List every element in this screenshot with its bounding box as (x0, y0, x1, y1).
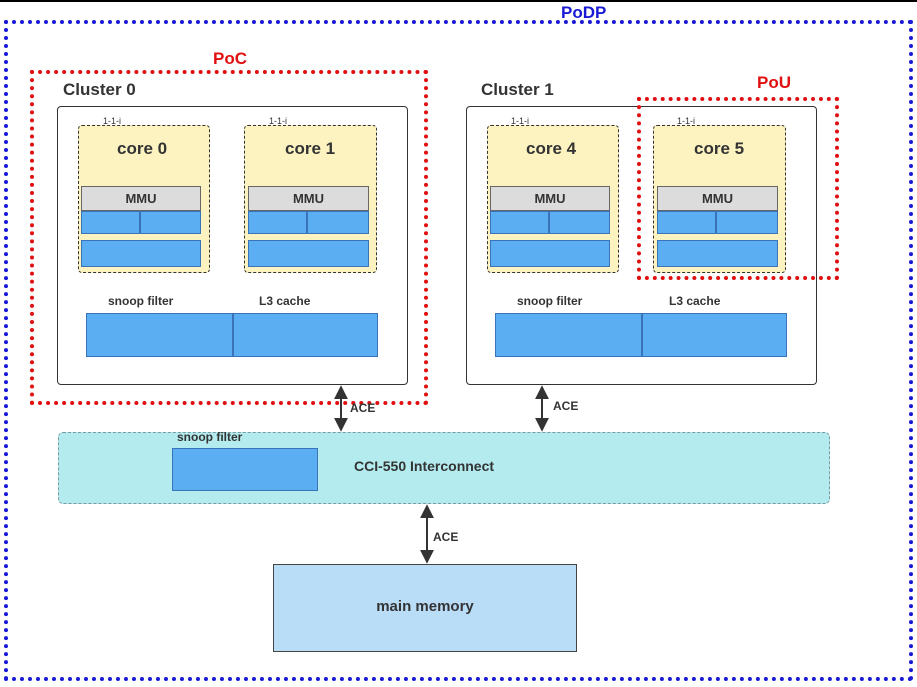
pou-boundary (637, 97, 839, 280)
poc-label: PoC (213, 49, 247, 68)
core-4-l2-cache (490, 240, 610, 267)
podp-boundary (4, 20, 913, 681)
core-0-l2-cache (81, 240, 201, 267)
core-5-mmu: MMU (657, 186, 778, 211)
cluster-1-l3-label: L3 cache (669, 294, 721, 308)
cluster-0-l3-label: L3 cache (259, 294, 311, 308)
core-0-l1-dcache (140, 211, 201, 234)
poc-boundary (30, 70, 428, 405)
core-5-l1-dcache (716, 211, 778, 234)
core-5-tag: 1-1-i (677, 116, 696, 126)
podp-label: PoDP (561, 3, 607, 22)
ace-label-memory: ACE (433, 530, 459, 544)
core-5-l2-cache (657, 240, 778, 267)
core-0-tag: 1-1-i (103, 116, 122, 126)
core-1-l2-cache (248, 240, 369, 267)
cluster-0-l3-cache (233, 313, 378, 357)
main-memory-label: main memory (376, 598, 474, 615)
core-0-mmu: MMU (81, 186, 201, 211)
cluster-0-snoop-filter-label: snoop filter (108, 294, 174, 308)
interconnect-snoop-filter (172, 448, 318, 491)
core-1-l1-dcache (307, 211, 369, 234)
ace-label-cluster-0: ACE (350, 401, 376, 415)
cluster-1-snoop-filter (495, 313, 642, 357)
main-memory (273, 564, 577, 652)
core-4-l1-icache (490, 211, 549, 234)
core-4-tag: 1-1-i (511, 116, 530, 126)
core-1-tag: 1-1-i (269, 116, 288, 126)
core-5-title: core 5 (694, 139, 745, 158)
core-1-title: core 1 (285, 139, 336, 158)
core-0-l1-icache (81, 211, 140, 234)
top-rule (0, 0, 917, 2)
cluster-0-title: Cluster 0 (63, 80, 136, 99)
cluster-1-l3-cache (642, 313, 787, 357)
core-1-l1-icache (248, 211, 307, 234)
ace-label-cluster-1: ACE (553, 399, 579, 413)
core-4-title: core 4 (526, 139, 577, 158)
core-4-mmu: MMU (490, 186, 610, 211)
interconnect-snoop-filter-label: snoop filter (177, 430, 243, 444)
core-4-l1-dcache (549, 211, 610, 234)
cluster-1-snoop-filter-label: snoop filter (517, 294, 583, 308)
core-1-mmu: MMU (248, 186, 369, 211)
cluster-1-title: Cluster 1 (481, 80, 554, 99)
cluster-0-snoop-filter (86, 313, 233, 357)
pou-label: PoU (757, 73, 791, 92)
core-5-l1-icache (657, 211, 716, 234)
interconnect-label: CCI-550 Interconnect (354, 458, 495, 474)
core-0-title: core 0 (117, 139, 168, 158)
